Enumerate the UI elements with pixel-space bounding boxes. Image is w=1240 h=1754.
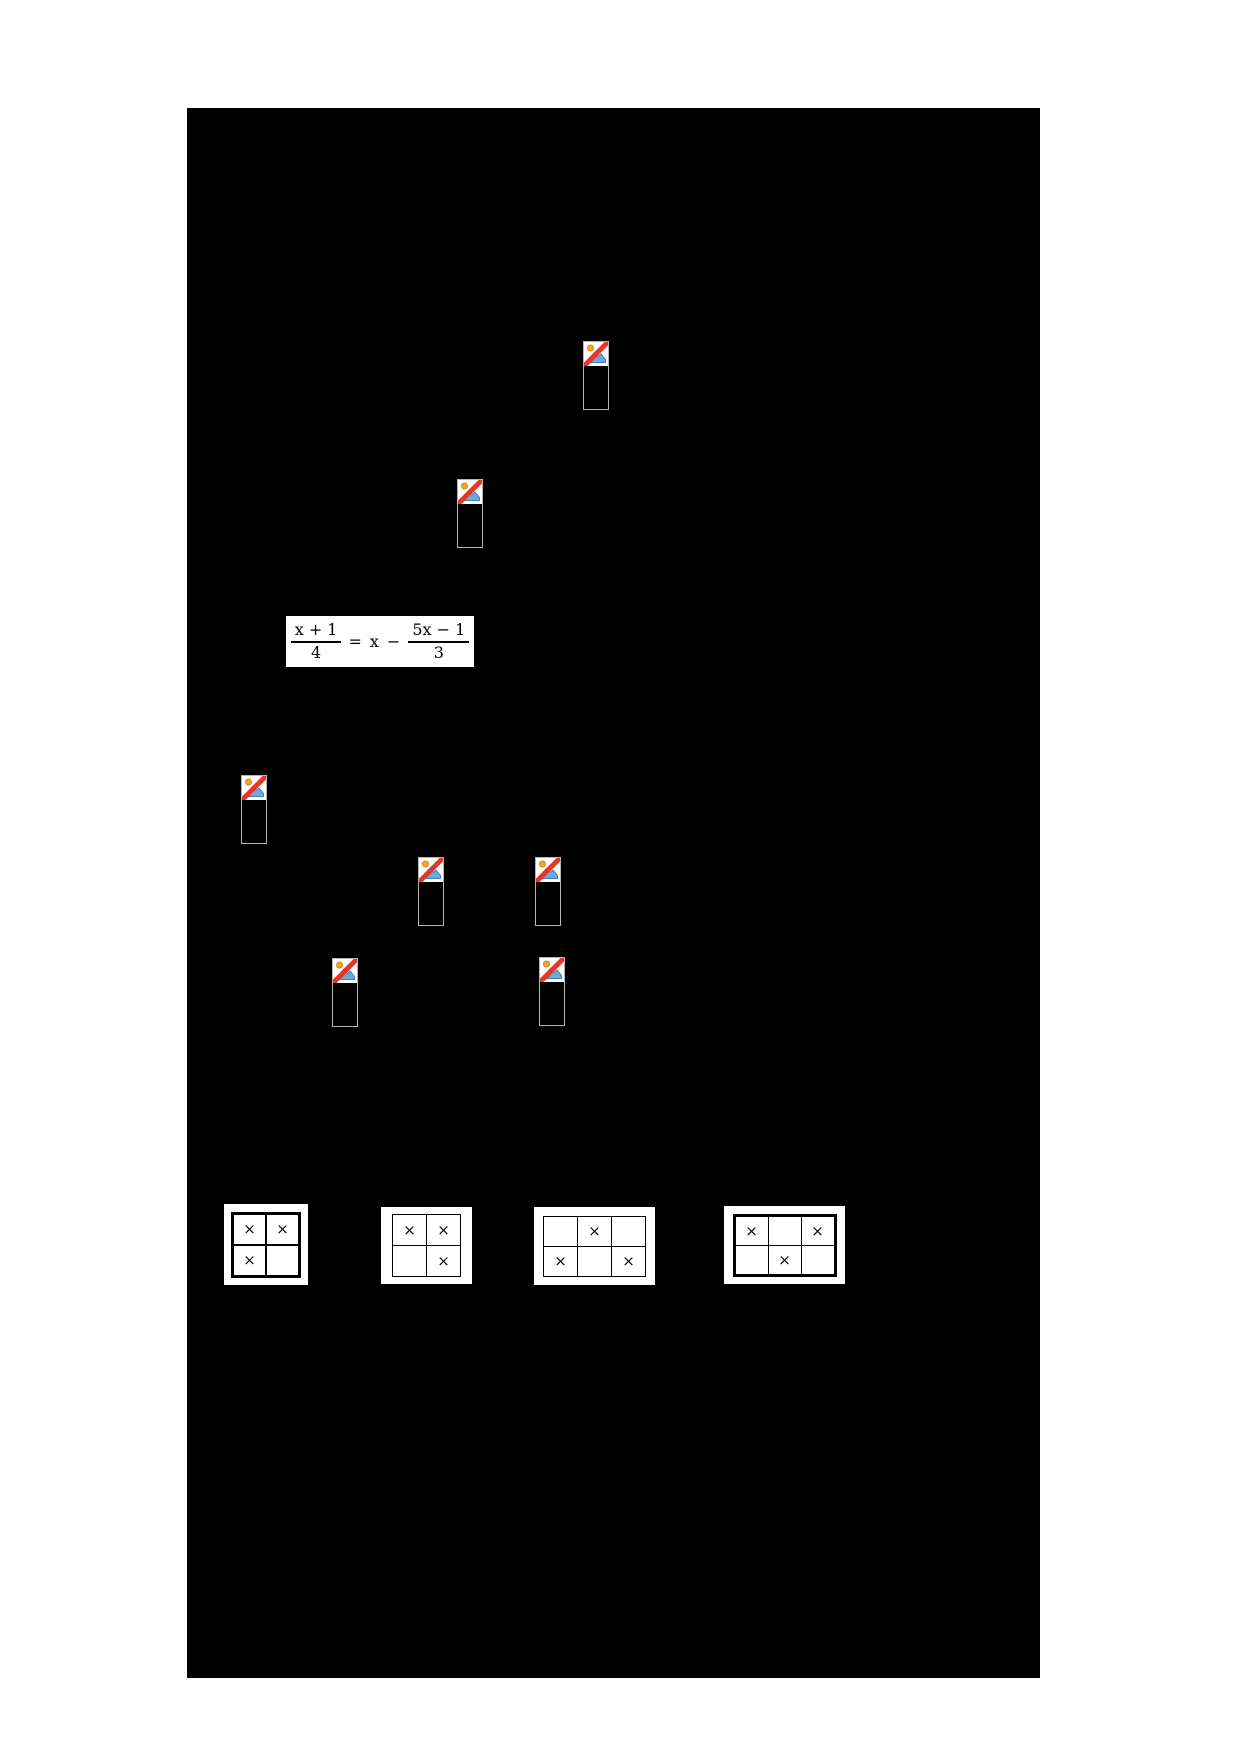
broken-image-icon: [333, 959, 357, 983]
grid-cell-marked: ×: [577, 1215, 612, 1247]
equation-image: x + 1 4 = x − 5x − 1 3: [286, 616, 474, 667]
answer-grid-4: ×××: [724, 1206, 845, 1284]
equation-lhs-denominator: 4: [311, 642, 322, 662]
grid-cell-marked: ×: [800, 1214, 836, 1246]
grid-cell-marked: ×: [611, 1245, 646, 1277]
grid-cell-empty: [543, 1215, 578, 1247]
answer-grid-table: ×××: [231, 1211, 301, 1278]
broken-image-placeholder: [583, 341, 609, 410]
equation-lhs-fraction: x + 1 4: [290, 620, 342, 662]
grid-cell-empty: [733, 1244, 769, 1276]
grid-cell-empty: [800, 1244, 836, 1276]
equation-rhs-numerator: 5x − 1: [408, 620, 470, 643]
broken-image-placeholder: [457, 479, 483, 548]
grid-cell-marked: ×: [231, 1243, 267, 1277]
broken-image-placeholder: [241, 775, 267, 844]
equation-rhs-term: x: [369, 632, 380, 651]
broken-image-icon: [536, 858, 560, 882]
answer-grid-table: ×××: [392, 1214, 461, 1277]
answer-grid-3: ×××: [534, 1207, 655, 1285]
grid-cell-empty: [265, 1243, 301, 1277]
grid-cell-marked: ×: [543, 1245, 578, 1277]
document-sheet: x + 1 4 = x − 5x − 1 3 ××× ××× ××× ×××: [187, 108, 1040, 1678]
grid-cell-empty: [767, 1214, 802, 1246]
grid-cell-marked: ×: [265, 1212, 301, 1246]
answer-grid-1: ×××: [224, 1204, 308, 1285]
grid-cell-marked: ×: [733, 1214, 769, 1246]
grid-cell-empty: [611, 1215, 646, 1247]
equation-minus-sign: −: [386, 632, 402, 651]
grid-cell-marked: ×: [767, 1244, 802, 1276]
broken-image-icon: [458, 480, 482, 504]
broken-image-icon: [584, 342, 608, 366]
broken-image-icon: [242, 776, 266, 800]
equation-rhs-denominator: 3: [433, 642, 444, 662]
broken-image-placeholder: [539, 957, 565, 1026]
answer-grid-2: ×××: [381, 1207, 472, 1284]
equation-equals-sign: =: [348, 632, 363, 651]
grid-cell-empty: [392, 1245, 427, 1277]
grid-cell-empty: [577, 1245, 612, 1277]
answer-grid-table: ×××: [543, 1215, 646, 1277]
broken-image-placeholder: [535, 857, 561, 926]
answer-grid-table: ×××: [732, 1213, 837, 1277]
broken-image-icon: [419, 858, 443, 882]
broken-image-placeholder: [332, 958, 358, 1027]
grid-cell-marked: ×: [426, 1214, 461, 1246]
broken-image-placeholder: [418, 857, 444, 926]
broken-image-icon: [540, 958, 564, 982]
grid-cell-marked: ×: [426, 1245, 461, 1277]
equation-lhs-numerator: x + 1: [290, 620, 342, 643]
grid-cell-marked: ×: [231, 1212, 267, 1246]
equation-rhs-fraction: 5x − 1 3: [408, 620, 470, 662]
grid-cell-marked: ×: [392, 1214, 427, 1246]
